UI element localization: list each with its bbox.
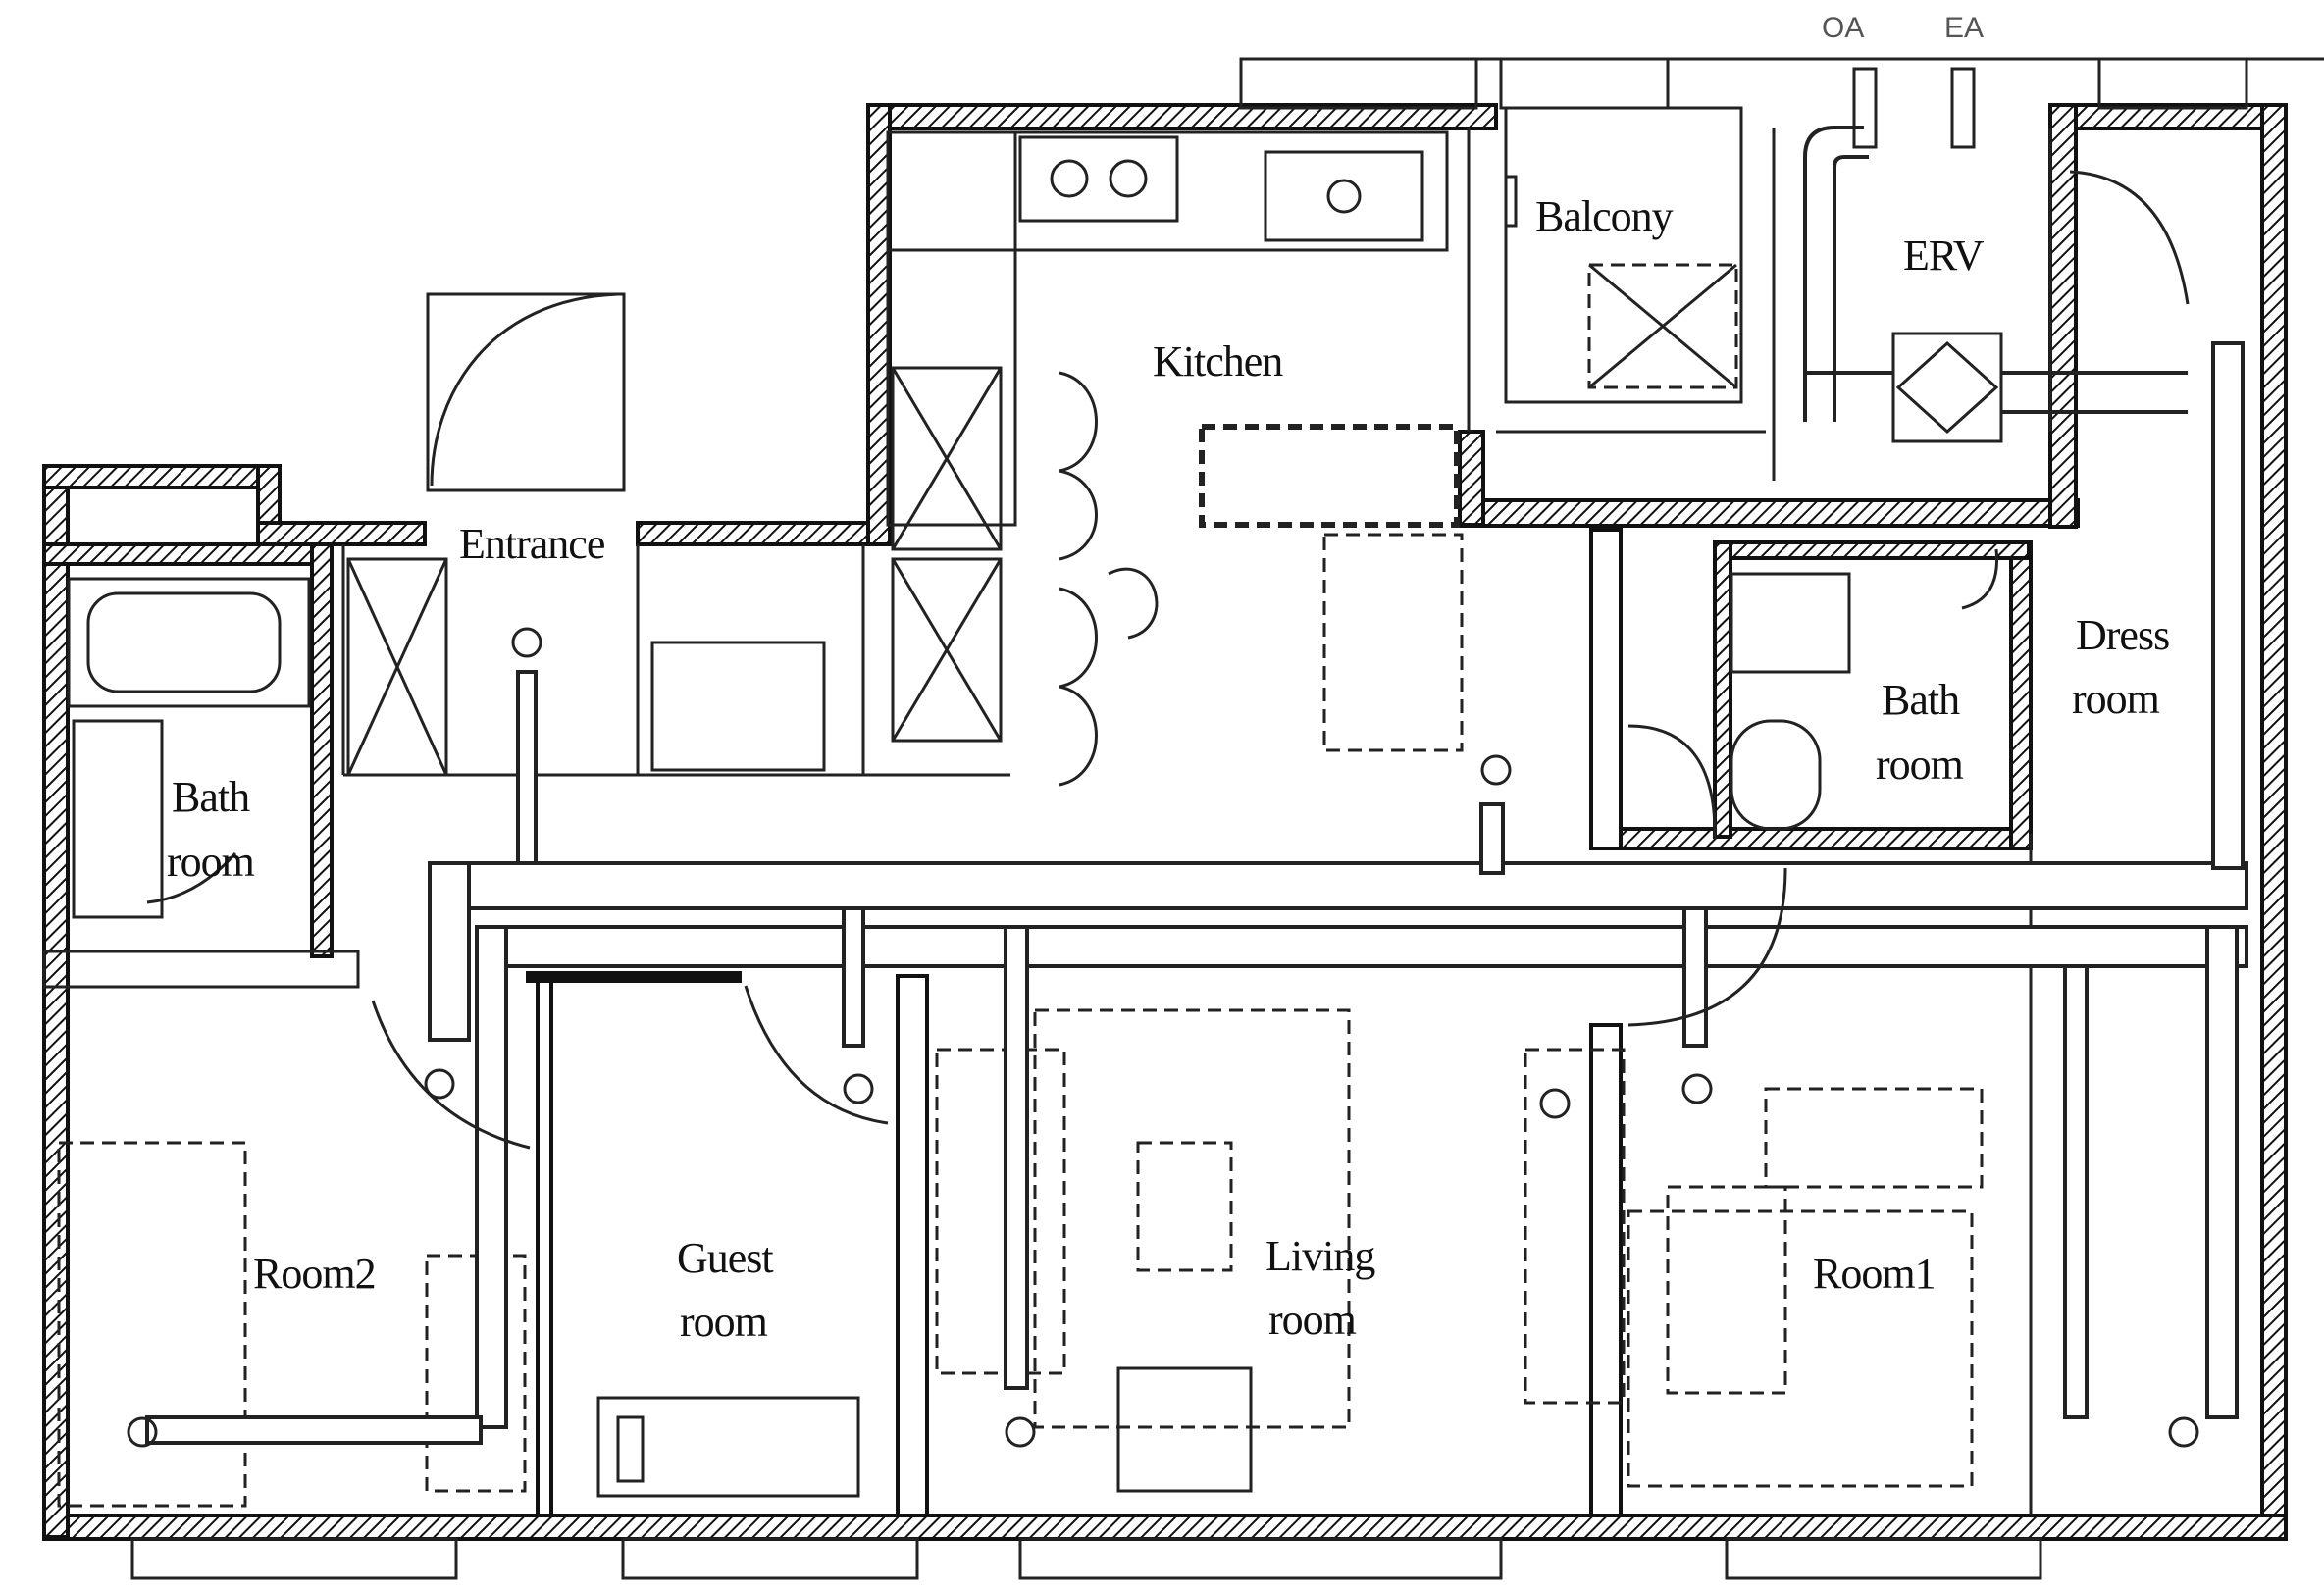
living-label-1: Living xyxy=(1265,1232,1375,1280)
erv-label: ERV xyxy=(1903,231,1985,280)
room2-label: Room2 xyxy=(253,1250,376,1298)
bath-right-label-1: Bath xyxy=(1882,676,1960,724)
duct-system xyxy=(145,341,2248,1445)
entrance-label: Entrance xyxy=(459,520,604,568)
bathroom-fixtures xyxy=(67,175,1851,919)
kitchen-fixtures xyxy=(886,130,1464,787)
door-swings xyxy=(146,170,2190,1150)
diffuser-living-b xyxy=(1539,1088,1571,1119)
diffuser-kitchen xyxy=(1480,754,1512,786)
erv-unit xyxy=(1504,67,2188,443)
room1-label: Room1 xyxy=(1813,1250,1936,1298)
ea-label: EA xyxy=(1944,12,1984,44)
bath-right-label-2: room xyxy=(1876,741,1964,789)
entrance-fixtures xyxy=(346,292,826,777)
dress-label-1: Dress xyxy=(2076,611,2169,659)
diffuser-living xyxy=(1005,1416,1036,1448)
diffuser-entrance xyxy=(511,627,542,658)
interior-walls xyxy=(42,57,2324,1580)
dress-label-2: room xyxy=(2072,675,2160,723)
kitchen-label: Kitchen xyxy=(1153,337,1283,385)
bath-left-label-2: room xyxy=(167,838,255,886)
guest-label-1: Guest xyxy=(677,1234,773,1282)
diffuser-room2-b xyxy=(127,1416,158,1448)
guest-label-2: room xyxy=(680,1298,768,1346)
balcony-label: Balcony xyxy=(1535,192,1674,240)
bath-left-label-1: Bath xyxy=(172,773,250,821)
diffuser-dress xyxy=(2168,1416,2199,1448)
oa-label: OA xyxy=(1822,12,1864,44)
exterior-walls xyxy=(42,103,2288,1541)
diffuser-guest xyxy=(843,1073,874,1104)
furniture xyxy=(57,1008,1984,1508)
living-label-2: room xyxy=(1268,1296,1357,1344)
diffuser-room1 xyxy=(1681,1073,1713,1104)
labels: OA EA Kitchen Balcony ERV Entrance Bath … xyxy=(167,12,2170,1346)
diffuser-room2 xyxy=(424,1068,455,1100)
air-diffusers xyxy=(127,627,2199,1448)
